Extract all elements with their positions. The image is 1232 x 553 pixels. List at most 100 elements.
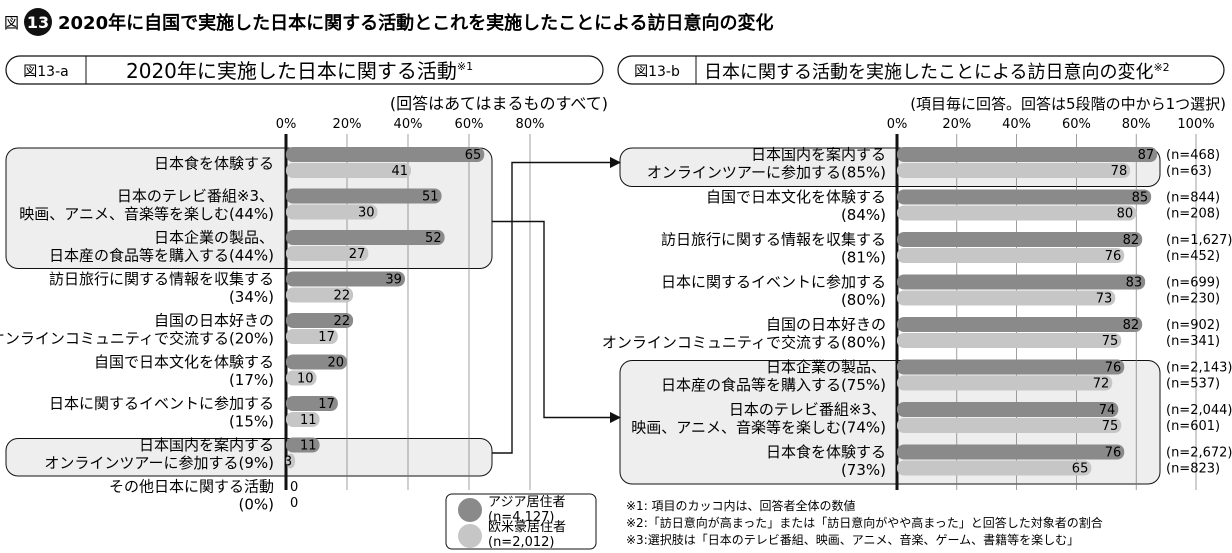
panel-b-value-label: 73 <box>1096 292 1113 307</box>
panel-a-bar-western <box>286 204 378 220</box>
panel-a-category-label: 自国の日本好きの <box>154 312 274 330</box>
panel-b-category-label: 映画、アニメ、音楽等を楽しむ(74%) <box>631 419 886 437</box>
panel-b-bar-western <box>897 248 1125 263</box>
panel-a-title-frame <box>5 55 604 85</box>
panel-a-value-label: 27 <box>349 247 366 262</box>
panel-b-category-label: 訪日旅行に関する情報を収集する <box>661 231 886 249</box>
panel-b-bar-asia <box>897 359 1125 375</box>
legend-n-asia: (n=4,127) <box>488 510 555 525</box>
panel-a-value-label: 3 <box>284 455 292 470</box>
panel-b-n-label: (n=2,672) <box>1166 446 1232 461</box>
panel-b-bar-asia <box>897 402 1119 417</box>
panel-a-tag: 図13-a <box>23 64 68 80</box>
panel-a-bar-asia <box>286 188 442 204</box>
panel-b-tick-label: 40% <box>1002 117 1031 132</box>
panel-a-title-note: ※1 <box>457 60 473 73</box>
panel-b-title-note: ※2 <box>1153 61 1169 74</box>
panel-b-tick-label: 60% <box>1062 117 1091 132</box>
legend-n-western: (n=2,012) <box>488 535 555 550</box>
panel-b-title-text: 日本に関する活動を実施したことによる訪日意向の変化 <box>704 62 1153 83</box>
panel-a-value-label: 0 <box>290 480 298 495</box>
panel-b-tick-label: 20% <box>942 117 971 132</box>
panel-a-category-label: オンラインツアーに参加する(9%) <box>44 454 274 472</box>
panel-a-bar-western <box>286 412 320 427</box>
legend-swatch-asia <box>458 498 482 522</box>
panel-b-value-label: 80 <box>1117 207 1134 222</box>
panel-a-subtitle: (回答はあてはまるものすべて) <box>390 94 608 113</box>
panel-b-category-label: 自国で日本文化を体験する <box>706 188 886 206</box>
panel-b-value-label: 65 <box>1072 462 1089 477</box>
footnote-3: ※3:選択肢は「日本のテレビ番組、映画、アニメ、音楽、ゲーム、書籍等を楽しむ」 <box>626 532 1079 547</box>
panel-b-category-label: 日本に関するイベントに参加する <box>661 273 886 291</box>
panel-b-bar-western <box>897 375 1113 391</box>
panel-a-bar-asia <box>286 230 445 245</box>
panel-a-value-label: 17 <box>318 397 335 412</box>
panel-b-tick-label: 100% <box>1177 117 1214 132</box>
panel-b-value-label: 87 <box>1138 148 1155 163</box>
panel-b-n-label: (n=468) <box>1166 148 1220 163</box>
panel-a-value-label: 17 <box>318 330 335 345</box>
panel-a-category-label: 映画、アニメ、音楽等を楽しむ(44%) <box>19 205 274 223</box>
panel-a-bar-western <box>286 453 296 469</box>
panel-a-category-label: 日本に関するイベントに参加する <box>49 395 274 413</box>
panel-a-category-label: 日本のテレビ番組※3、 <box>117 187 274 205</box>
panel-a-tick-label: 60% <box>455 117 484 132</box>
panel-a-bar-western <box>286 163 412 178</box>
panel-b-tick-label: 80% <box>1122 117 1151 132</box>
panel-b-bar-asia <box>897 147 1158 162</box>
panel-a-category-label: 訪日旅行に関する情報を収集する <box>49 270 274 288</box>
panel-b-n-label: (n=208) <box>1166 207 1220 222</box>
panel-b-n-label: (n=230) <box>1166 292 1220 307</box>
panel-a-bar-western <box>286 329 338 344</box>
figure-title: 2020年に自国で実施した日本に関する活動とこれを実施したことによる訪日意向の変… <box>58 12 774 34</box>
panel-a-category-label: 日本産の食品等を購入する(44%) <box>49 247 274 265</box>
panel-a-bar-asia <box>286 354 347 370</box>
panel-a-value-label: 22 <box>334 314 351 329</box>
panel-a-bar-western <box>286 246 369 261</box>
panel-b-value-label: 75 <box>1102 334 1119 349</box>
panel-a-category-label: (17%) <box>229 371 274 389</box>
panel-a-bar-western <box>286 370 317 386</box>
panel-b-category-label: 日本のテレビ番組※3、 <box>729 401 886 419</box>
panel-b-category-label: 日本産の食品等を購入する(75%) <box>661 376 886 394</box>
panel-a-category-label: 自国で日本文化を体験する <box>94 353 274 371</box>
panel-b-title: 日本に関する活動を実施したことによる訪日意向の変化※2 <box>704 61 1170 83</box>
panel-a-value-label: 51 <box>422 190 439 205</box>
panel-a-bar-asia <box>286 437 320 453</box>
panel-b-bar-western <box>897 418 1122 433</box>
panel-b-value-label: 85 <box>1132 191 1149 206</box>
panel-b-value-label: 74 <box>1099 403 1116 418</box>
panel-a-category-label: 日本国内を案内する <box>139 436 274 454</box>
panel-b-n-label: (n=341) <box>1166 334 1220 349</box>
panel-b-tag: 図13-b <box>634 64 680 80</box>
panel-b-n-label: (n=601) <box>1166 419 1220 434</box>
footnote-2: ※2:「訪日意向が高まった」または「訪日意向がやや高まった」と回答した対象者の割… <box>626 515 1103 530</box>
panel-b-bars: 日本国内を案内するオンラインツアーに参加する(85%)87(n=468)78(n… <box>602 146 1232 480</box>
panel-b-category-label: (80%) <box>841 291 886 309</box>
panel-a-title-text: 2020年に実施した日本に関する活動 <box>126 59 457 83</box>
panel-b-n-label: (n=452) <box>1166 249 1220 264</box>
panel-b-n-label: (n=1,627) <box>1166 233 1232 248</box>
panel-a-value-label: 22 <box>334 289 351 304</box>
panel-a-value-label: 41 <box>392 164 409 179</box>
panel-b-value-label: 83 <box>1126 276 1143 291</box>
legend-box <box>445 493 597 550</box>
panel-a-bar-western <box>286 287 354 303</box>
figure-label: 図 <box>4 14 19 32</box>
panel-a-bar-asia <box>286 313 354 328</box>
panel-b-title-frame <box>617 55 1225 85</box>
panel-b-category-label: (73%) <box>841 461 886 479</box>
panel-b-subtitle: (項目毎に回答。回答は5段階の中から1つ選択) <box>910 95 1226 113</box>
panel-b-n-label: (n=537) <box>1166 377 1220 392</box>
panel-b-value-label: 76 <box>1105 446 1122 461</box>
panel-b-n-label: (n=844) <box>1166 191 1220 206</box>
panel-b-n-label: (n=63) <box>1166 164 1212 179</box>
panel-b-n-label: (n=823) <box>1166 462 1220 477</box>
panel-b-value-label: 76 <box>1105 361 1122 376</box>
panel-a-bar-asia <box>286 396 338 411</box>
panel-a-value-label: 52 <box>425 231 442 246</box>
figure-number-badge <box>24 8 52 36</box>
